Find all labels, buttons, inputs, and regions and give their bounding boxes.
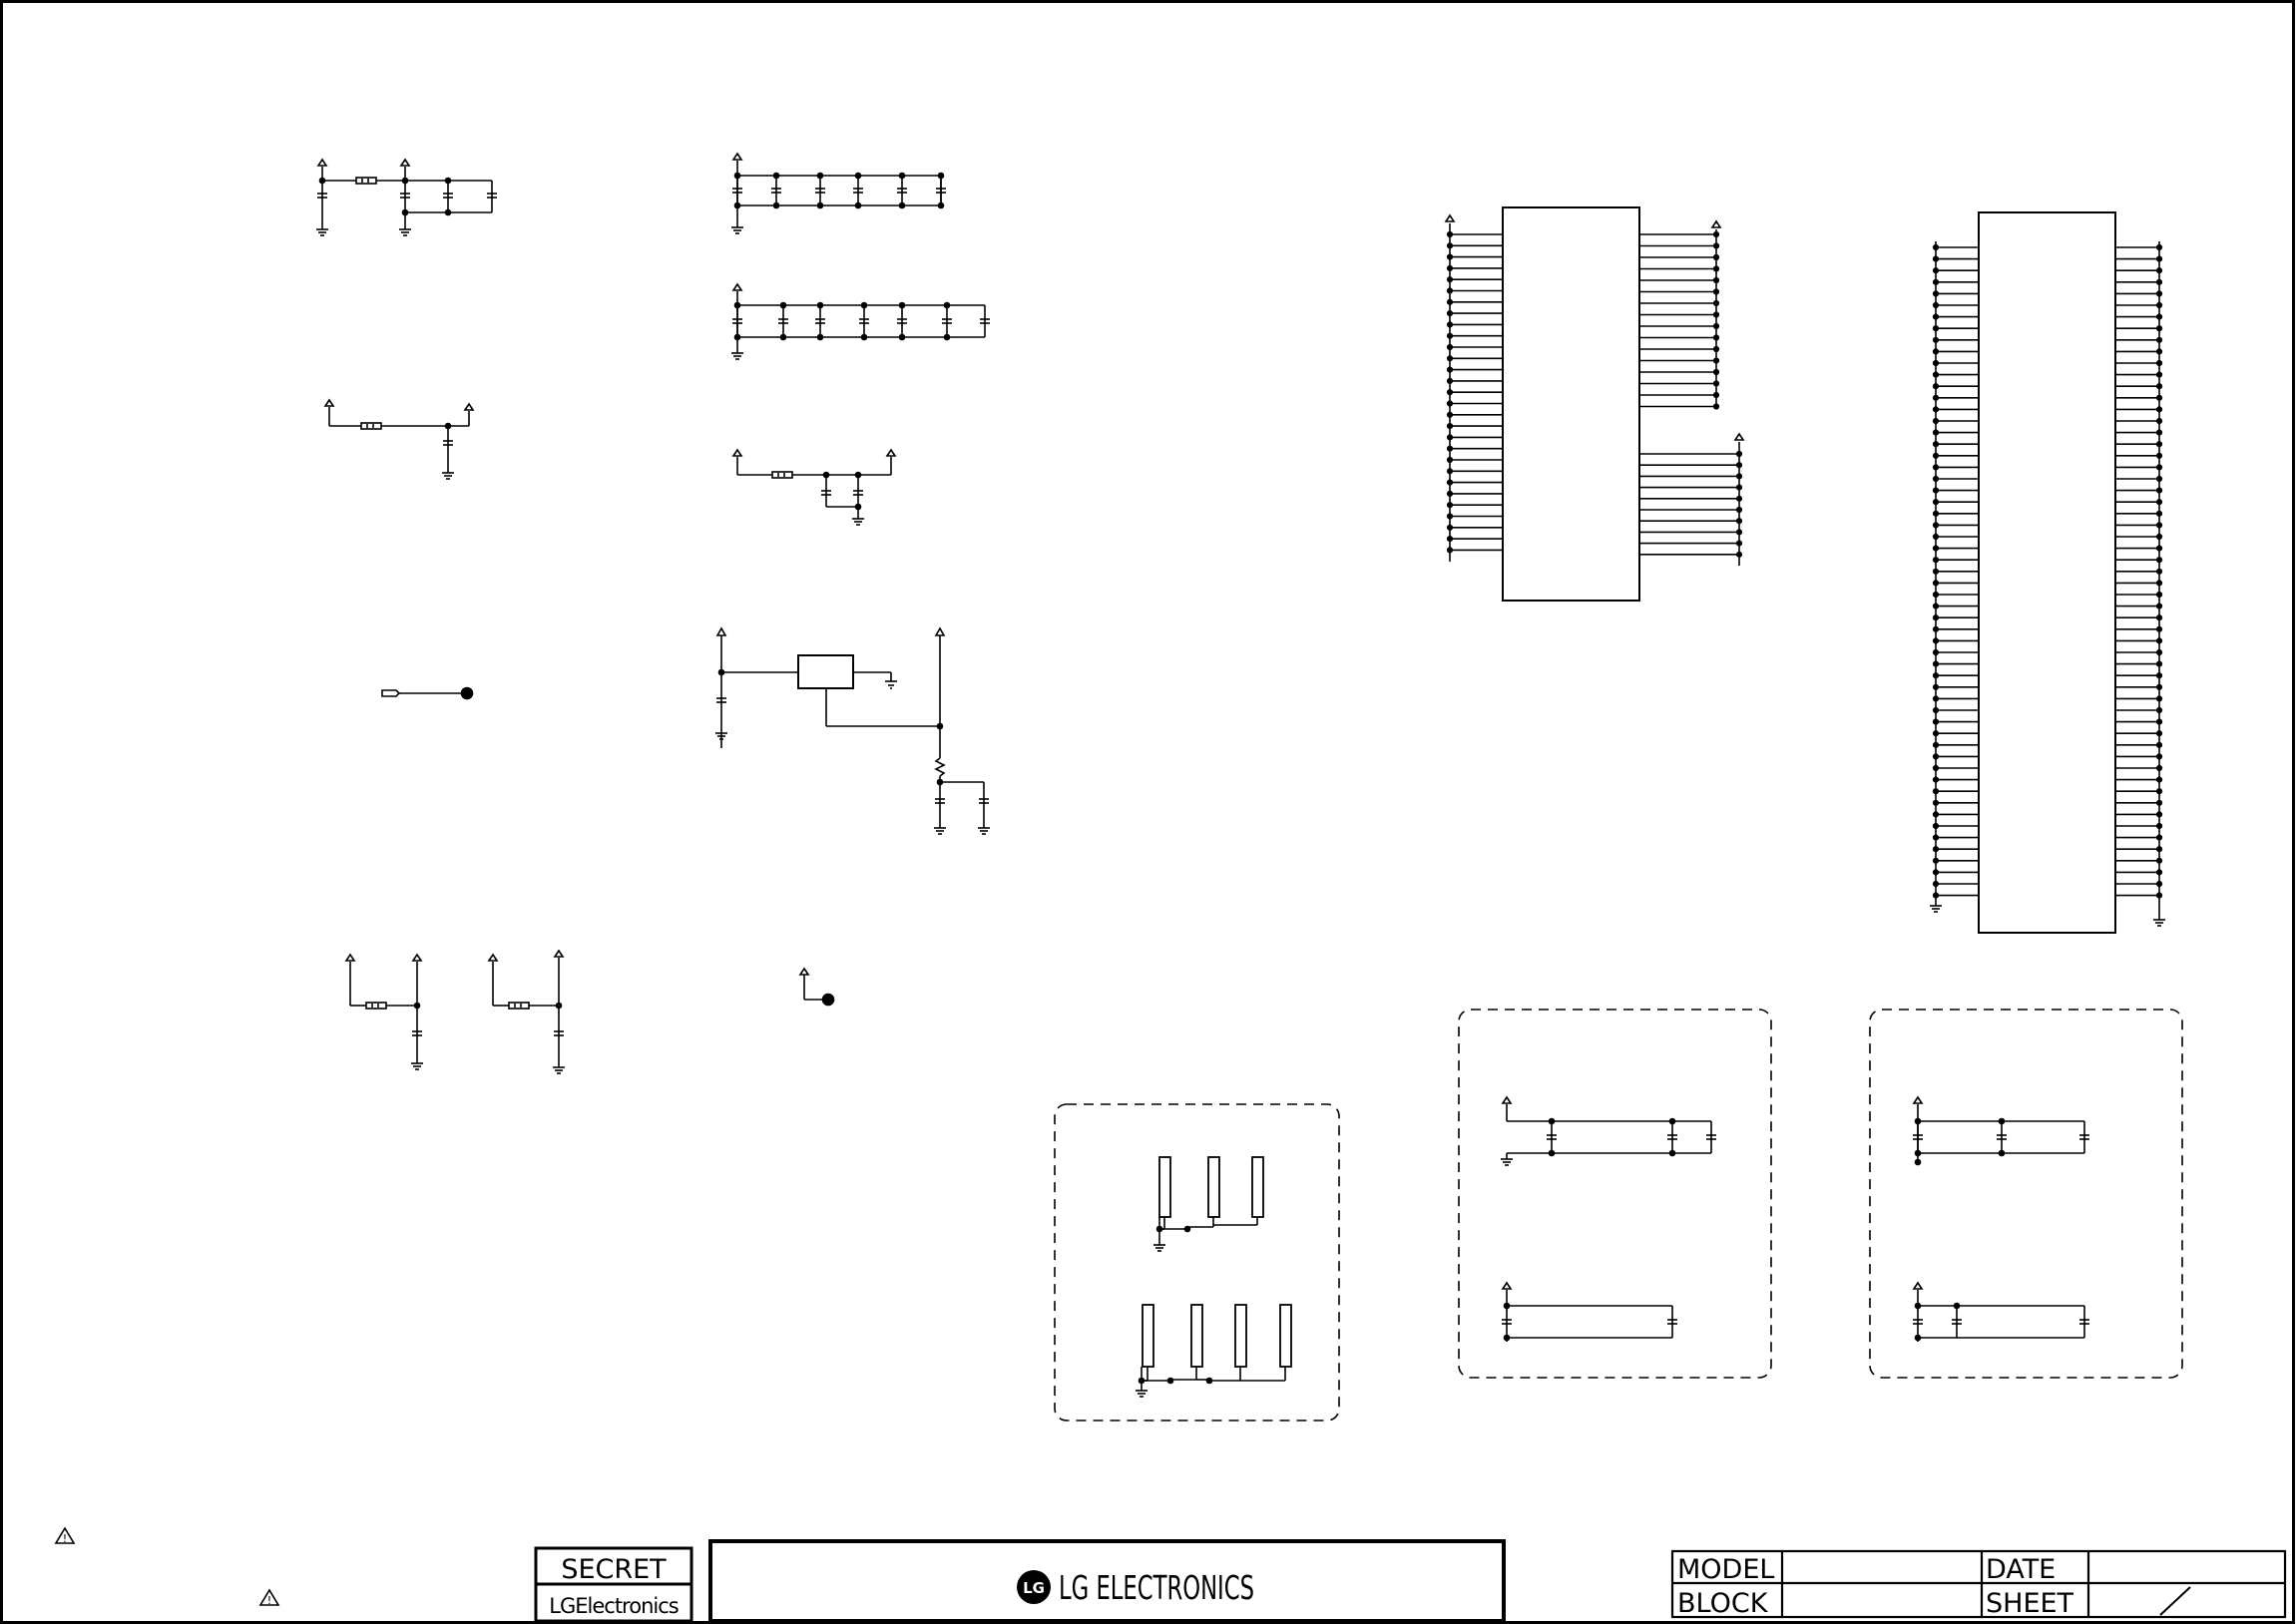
option-box-3 <box>1869 1009 2183 1379</box>
test-point-1 <box>381 686 474 700</box>
block-label: BLOCK <box>1677 1588 1769 1619</box>
date-label: DATE <box>1986 1554 2056 1585</box>
svg-text:!: ! <box>63 1532 67 1545</box>
svg-text:!: ! <box>267 1594 271 1607</box>
option-box-2-circuit <box>1501 1095 1716 1342</box>
left-power-filter-circuits <box>316 158 565 1074</box>
option-box-1-circuit <box>1136 1156 1292 1398</box>
model-label: MODEL <box>1677 1554 1774 1585</box>
connector-1 <box>1444 206 1745 602</box>
test-point-2 <box>798 967 835 1007</box>
regulator-circuit <box>715 626 985 828</box>
regulator-capacitors <box>715 697 990 835</box>
middle-decoupling-circuits <box>731 152 990 526</box>
option-box-1 <box>1054 1103 1340 1421</box>
warning-icon: ! <box>258 1588 280 1607</box>
regulator-ic <box>797 654 854 689</box>
title-block-info: MODEL BLOCK DATE SHEET <box>1670 1549 2287 1619</box>
option-box-3-circuit <box>1912 1095 2089 1342</box>
warning-icon: ! <box>54 1526 76 1545</box>
secret-label: SECRET <box>561 1554 667 1585</box>
sheet-separator <box>2159 1586 2191 1616</box>
company-label: LGElectronics <box>549 1594 678 1618</box>
title-block-logo: LG LG ELECTRONICS <box>708 1539 1506 1623</box>
lg-logo-icon: LG <box>1017 1570 1051 1604</box>
connector-1-body <box>1502 206 1640 602</box>
connector-2-body <box>1978 211 2116 934</box>
connector-2 <box>1930 211 2165 934</box>
title-block-secret: SECRET LGElectronics <box>534 1546 693 1623</box>
svg-text:LG: LG <box>1023 1579 1045 1597</box>
lg-electronics-title: LG ELECTRONICS <box>1059 1568 1254 1607</box>
sheet-label: SHEET <box>1986 1588 2074 1619</box>
option-box-2 <box>1458 1009 1772 1379</box>
